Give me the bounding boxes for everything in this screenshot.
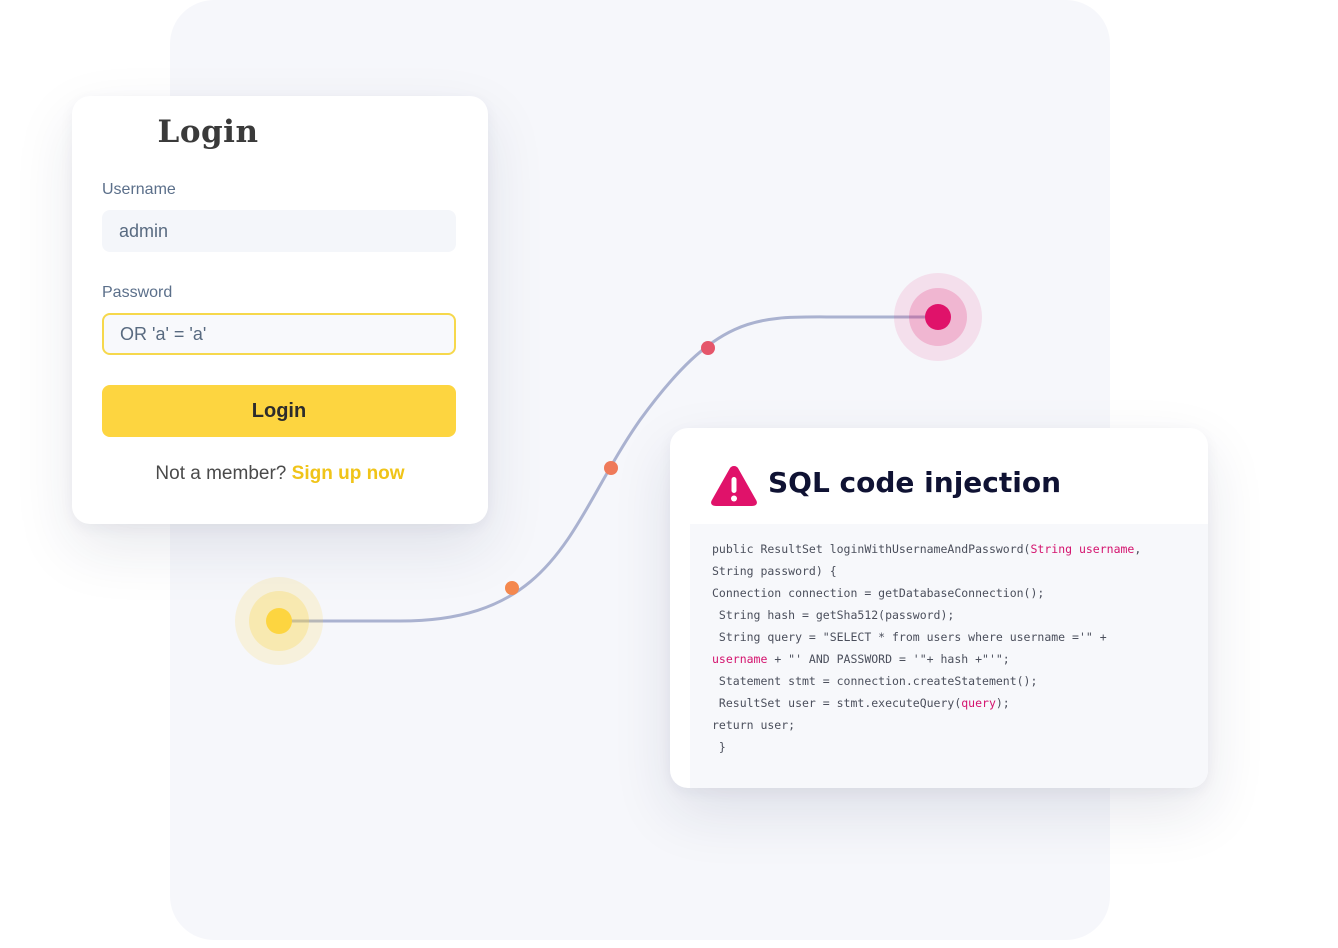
sql-injection-card: SQL code injection public ResultSet logi…	[670, 428, 1208, 788]
code-highlight: String username	[1030, 542, 1135, 556]
code-block: public ResultSet loginWithUsernameAndPas…	[690, 524, 1208, 788]
code-line: username + "' AND PASSWORD = '"+ hash +"…	[712, 648, 1141, 670]
username-label: Username	[102, 181, 176, 198]
password-input[interactable]	[102, 313, 456, 355]
warning-triangle-icon	[711, 466, 757, 506]
code-line: public ResultSet loginWithUsernameAndPas…	[712, 538, 1141, 560]
code-lines: public ResultSet loginWithUsernameAndPas…	[712, 538, 1141, 758]
code-text: + "' AND PASSWORD = '"+ hash +"'";	[767, 652, 1010, 666]
code-line: ResultSet user = stmt.executeQuery(query…	[712, 692, 1141, 714]
username-input[interactable]	[102, 210, 456, 252]
code-line: Connection connection = getDatabaseConne…	[712, 582, 1141, 604]
signup-prompt: Not a member?	[155, 463, 287, 484]
code-highlight: username	[712, 652, 768, 666]
login-card	[72, 96, 488, 524]
flow-point-1	[505, 581, 519, 595]
code-line: String hash = getSha512(password);	[712, 604, 1141, 626]
code-text: ,	[1134, 542, 1142, 556]
code-text: ResultSet user = stmt.executeQuery(	[712, 696, 962, 710]
code-text: Statement stmt = connection.createStatem…	[712, 674, 1038, 688]
code-text: );	[995, 696, 1010, 710]
code-line: String query = "SELECT * from users wher…	[712, 626, 1141, 648]
start-node-icon	[235, 577, 323, 665]
code-line: }	[712, 736, 1141, 758]
flow-point-3	[701, 341, 715, 355]
flow-curve	[280, 315, 938, 623]
code-line: return user;	[712, 714, 1141, 736]
code-text: String password) {	[712, 564, 837, 578]
code-text: public ResultSet loginWithUsernameAndPas…	[712, 542, 1031, 556]
login-title: Login	[157, 114, 259, 150]
code-text: String query = "SELECT * from users wher…	[712, 630, 1107, 644]
code-text: String hash = getSha512(password);	[712, 608, 955, 622]
signup-row: Not a member? Sign up now	[72, 463, 488, 485]
sql-title: SQL code injection	[768, 466, 1062, 499]
signup-link[interactable]: Sign up now	[291, 463, 405, 484]
flow-point-2	[604, 461, 618, 475]
code-text: Connection connection = getDatabaseConne…	[712, 586, 1045, 600]
password-label: Password	[102, 284, 173, 301]
code-text: }	[712, 740, 726, 754]
code-line: String password) {	[712, 560, 1141, 582]
target-node-icon	[894, 273, 982, 361]
login-button[interactable]: Login	[102, 385, 456, 437]
code-highlight: query	[961, 696, 996, 710]
code-line: Statement stmt = connection.createStatem…	[712, 670, 1141, 692]
code-text: return user;	[712, 718, 796, 732]
